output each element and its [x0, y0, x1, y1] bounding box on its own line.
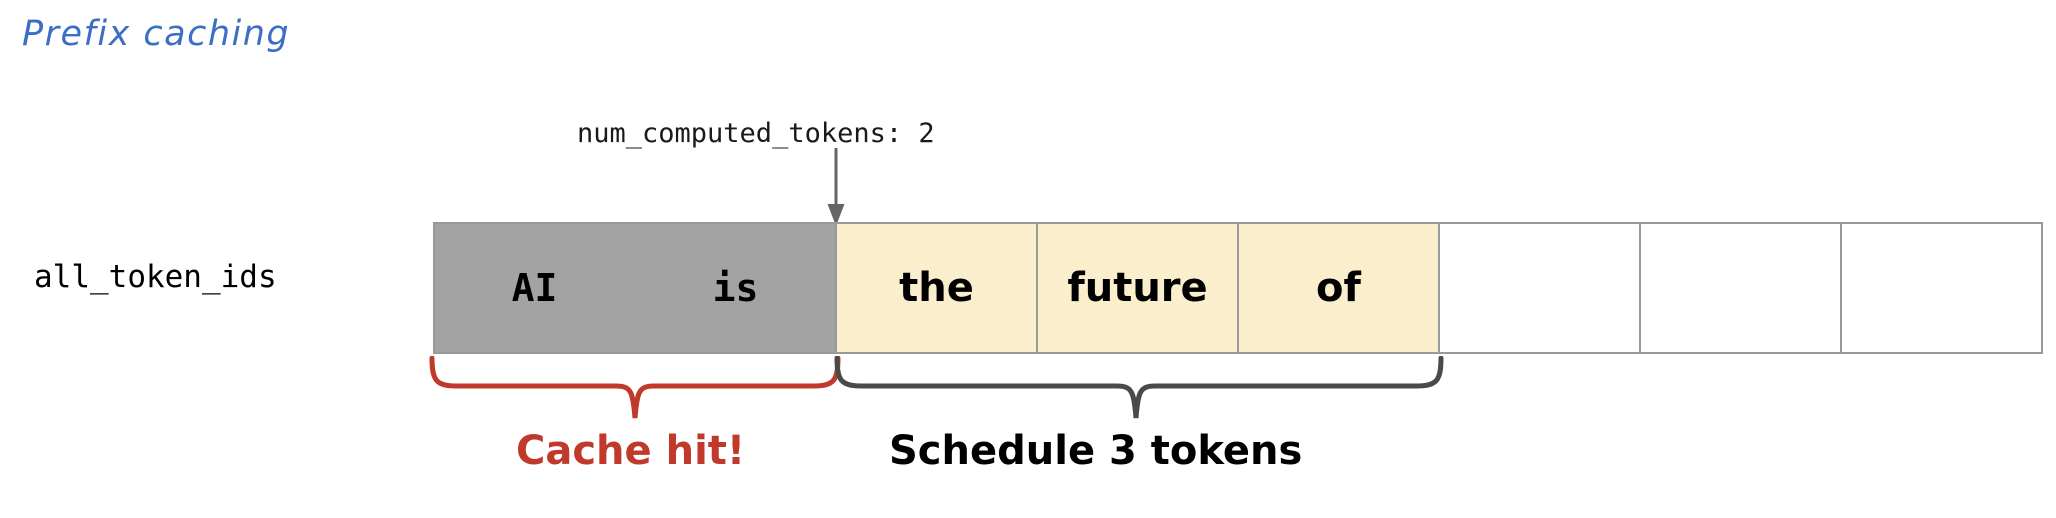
- num-computed-tokens-annotation: num_computed_tokens: 2: [577, 118, 935, 149]
- token-cell-text: of: [1316, 265, 1361, 311]
- token-strip: AI is the future of: [433, 222, 2043, 354]
- token-cell-2[interactable]: the: [837, 224, 1038, 352]
- token-cell-1[interactable]: is: [636, 224, 837, 352]
- token-cell-5[interactable]: [1440, 224, 1641, 352]
- token-cell-0[interactable]: AI: [435, 224, 636, 352]
- schedule-tokens-label: Schedule 3 tokens: [889, 428, 1303, 474]
- token-cell-text: AI: [511, 266, 558, 310]
- token-cell-3[interactable]: future: [1038, 224, 1239, 352]
- token-cell-text: future: [1067, 265, 1208, 311]
- down-arrow-icon: [823, 148, 849, 226]
- token-cell-7[interactable]: [1842, 224, 2043, 352]
- cache-hit-label: Cache hit!: [516, 428, 746, 474]
- token-row-label: all_token_ids: [34, 259, 277, 295]
- token-cell-4[interactable]: of: [1239, 224, 1440, 352]
- token-cell-6[interactable]: [1641, 224, 1842, 352]
- page-title: Prefix caching: [22, 14, 291, 54]
- cache-hit-brace-icon: [428, 355, 842, 430]
- schedule-brace-icon: [833, 355, 1445, 430]
- token-cell-text: is: [712, 266, 759, 310]
- token-cell-text: the: [899, 265, 974, 311]
